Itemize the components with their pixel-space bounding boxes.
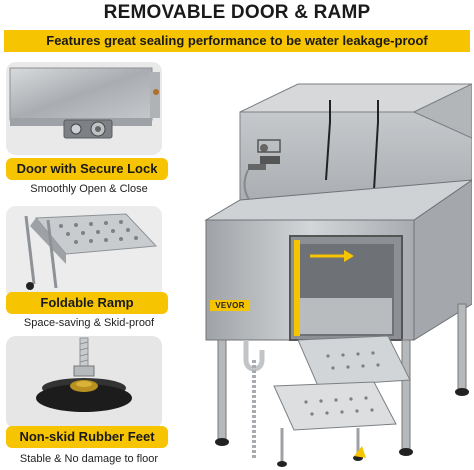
rubber-feet-label: Non-skid Rubber Feet bbox=[6, 426, 168, 448]
foldable-ramp-caption: Space-saving & Skid-proof bbox=[23, 317, 155, 329]
dog-grooming-tub-image bbox=[178, 60, 474, 470]
foldable-ramp-label: Foldable Ramp bbox=[6, 292, 168, 314]
rubber-foot-closeup-image bbox=[6, 336, 162, 429]
door-lock-caption: Smoothly Open & Close bbox=[30, 183, 148, 195]
door-lock-closeup-image bbox=[6, 62, 162, 155]
foldable-ramp-closeup-image bbox=[6, 206, 162, 299]
door-lock-label: Door with Secure Lock bbox=[6, 158, 168, 180]
feature-banner: Features great sealing performance to be… bbox=[4, 30, 470, 52]
rubber-feet-caption: Stable & No damage to floor bbox=[19, 453, 159, 465]
brand-logo: VEVOR bbox=[210, 300, 250, 311]
page-title: REMOVABLE DOOR & RAMP bbox=[103, 2, 371, 23]
